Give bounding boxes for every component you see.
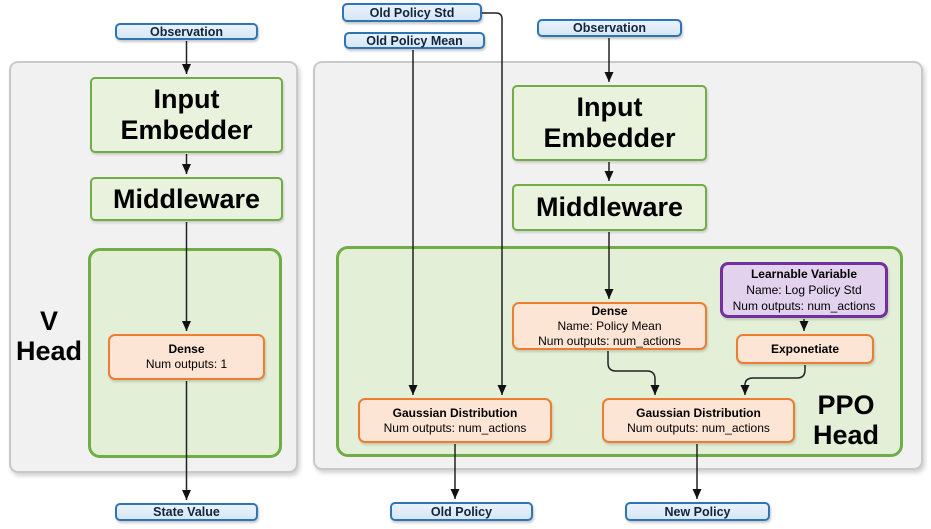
node-title: Exponetiate: [770, 341, 839, 356]
node-detail: Num outputs: num_actions: [383, 420, 527, 435]
label-line: Head: [15, 336, 83, 366]
input-node-old-policy-mean: Old Policy Mean: [344, 32, 485, 49]
output-node-state-value: State Value: [115, 503, 258, 521]
label-v-head: V Head: [10, 306, 88, 366]
input-node-observation-v: Observation: [115, 23, 258, 40]
node-gaussian-distribution-old: Gaussian Distribution Num outputs: num_a…: [358, 398, 552, 443]
node-learnable-variable: Learnable Variable Name: Log Policy Std …: [720, 262, 888, 318]
label-line: PPO: [817, 390, 875, 420]
node-detail: Num outputs: num_actions: [627, 420, 770, 435]
node-dense-v: Dense Num outputs: 1: [108, 334, 265, 380]
node-label: Old Policy Std: [369, 5, 455, 20]
node-label: Observation: [150, 24, 223, 39]
input-node-observation-ppo: Observation: [537, 19, 682, 37]
block-input-embedder-v: Input Embedder: [90, 77, 283, 153]
node-label: Old Policy Mean: [366, 33, 463, 48]
node-title: Gaussian Distribution: [636, 405, 761, 420]
node-title: Learnable Variable: [750, 267, 858, 281]
label-line: V: [39, 306, 58, 336]
node-exponetiate: Exponetiate: [736, 334, 874, 364]
output-node-old-policy: Old Policy: [390, 502, 533, 521]
output-node-new-policy: New Policy: [625, 502, 770, 521]
node-title: Gaussian Distribution: [392, 405, 518, 420]
block-label: Middleware: [535, 192, 684, 222]
node-detail: Num outputs: num_actions: [538, 333, 681, 348]
node-label: Observation: [573, 21, 646, 35]
node-title: Dense: [168, 342, 205, 356]
label-line: Head: [812, 420, 880, 450]
block-label: Middleware: [112, 183, 261, 214]
block-middleware-ppo: Middleware: [512, 184, 707, 231]
block-middleware-v: Middleware: [90, 177, 283, 221]
label-ppo-head: PPO Head: [800, 390, 892, 450]
node-label: New Policy: [664, 504, 731, 519]
node-dense-policy-mean: Dense Name: Policy Mean Num outputs: num…: [512, 302, 707, 350]
block-label: Input Embedder: [120, 84, 253, 145]
node-label: Old Policy: [430, 504, 493, 519]
node-detail: Num outputs: num_actions: [732, 299, 876, 313]
node-detail: Name: Log Policy Std: [746, 283, 862, 297]
node-label: State Value: [153, 505, 220, 519]
node-detail: Num outputs: 1: [145, 357, 228, 371]
node-gaussian-distribution-new: Gaussian Distribution Num outputs: num_a…: [602, 398, 795, 443]
node-detail: Name: Policy Mean: [557, 318, 662, 333]
block-input-embedder-ppo: Input Embedder: [512, 85, 707, 161]
input-node-old-policy-std: Old Policy Std: [342, 3, 482, 22]
node-title: Dense: [591, 303, 628, 318]
block-label: Input Embedder: [543, 92, 676, 153]
